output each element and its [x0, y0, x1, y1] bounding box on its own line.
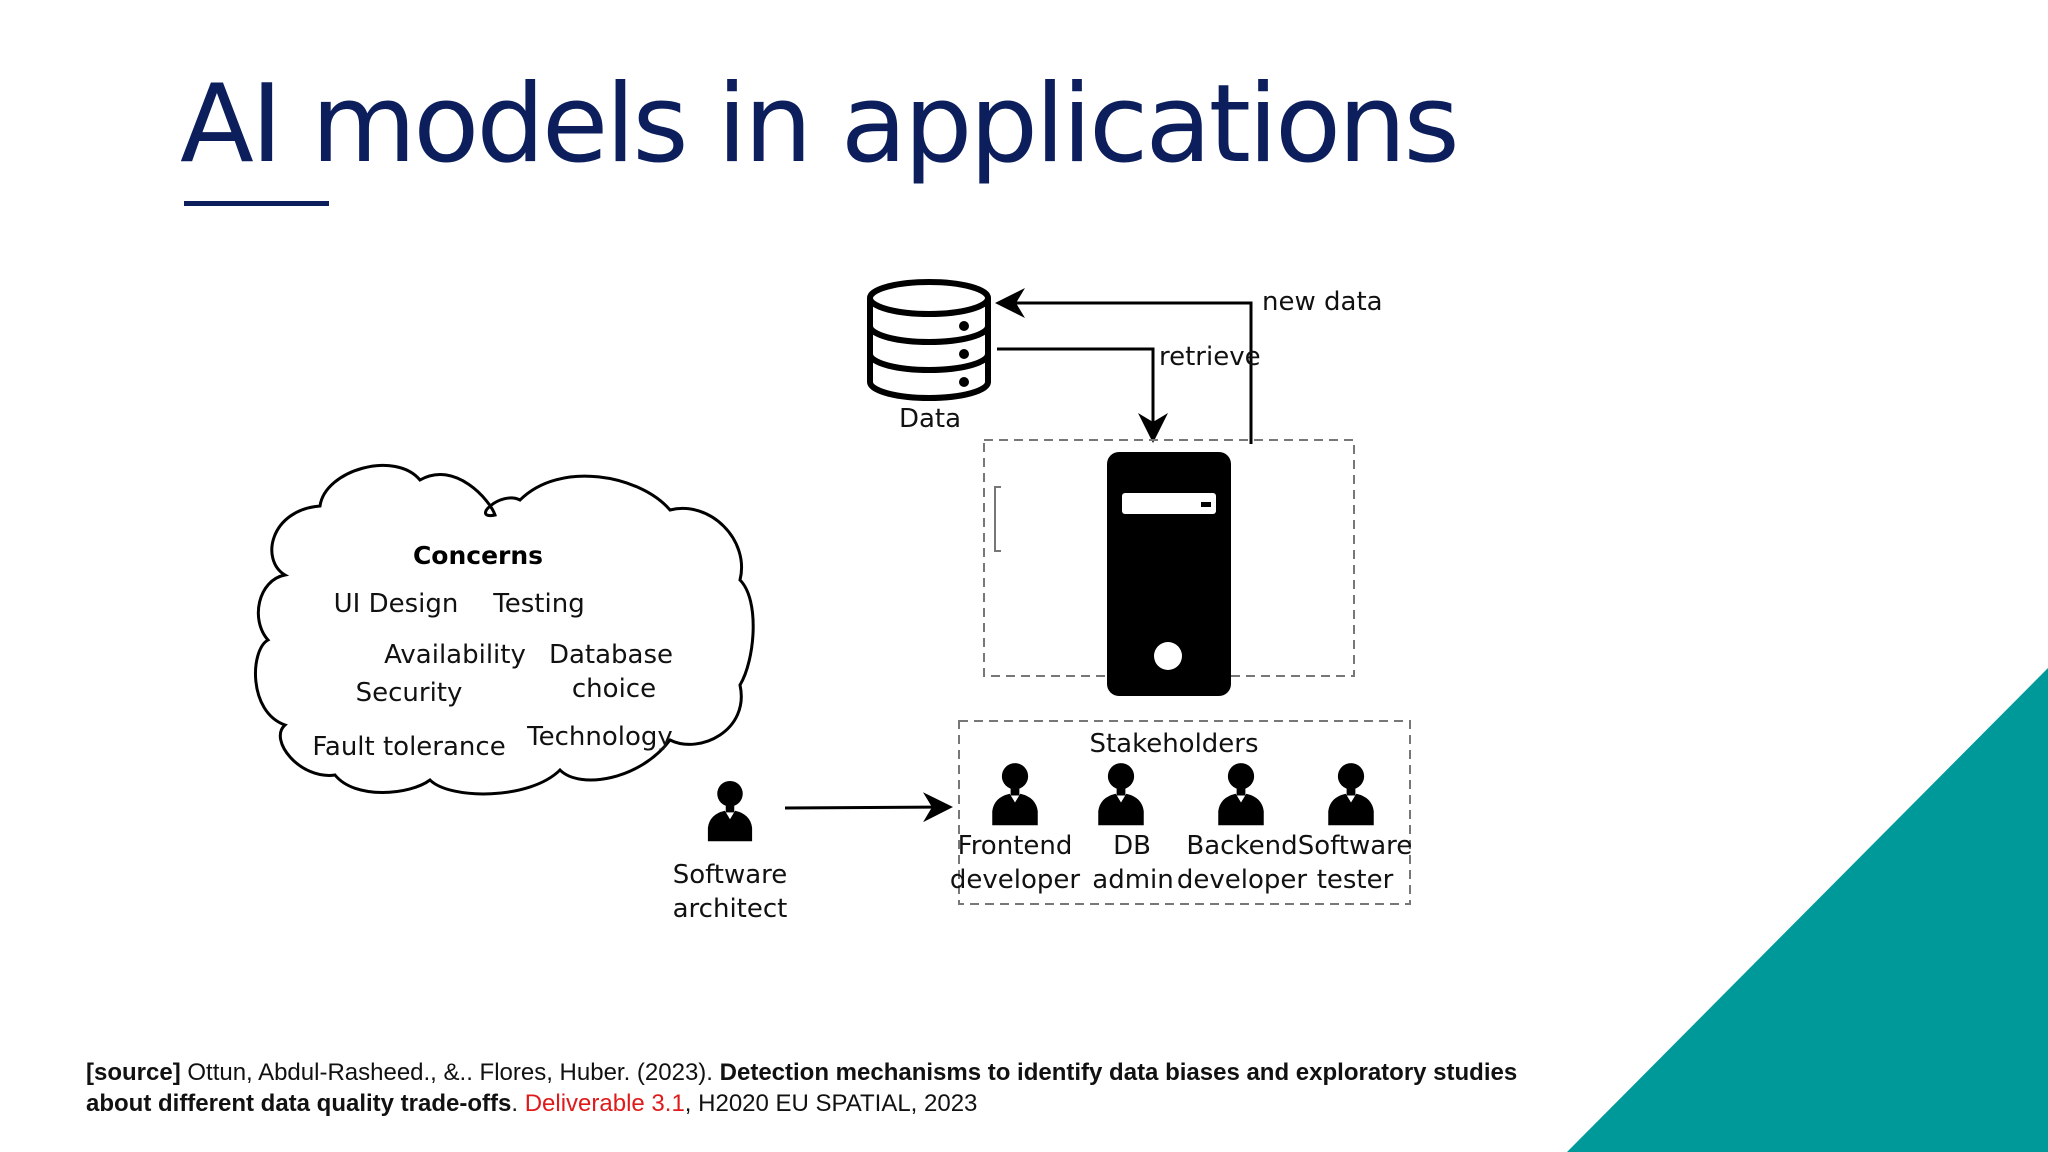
concern-testing: Testing	[492, 589, 584, 619]
deliverable-link[interactable]: Deliverable 3.1	[524, 1090, 685, 1117]
db-admin-icon	[1098, 763, 1144, 826]
concern-database-choice: choice	[572, 674, 656, 704]
concern-ui-design: UI Design	[334, 589, 459, 619]
concerns-title: Concerns	[413, 541, 543, 570]
source-period: .	[511, 1090, 525, 1117]
source-authors: Ottun, Abdul-Rasheed., &.. Flores, Huber…	[180, 1059, 720, 1086]
new-data-label: new data	[1262, 287, 1383, 317]
role-db-line1: DB	[1113, 831, 1151, 861]
concern-availability: Availability	[384, 640, 526, 670]
architect-label-line1: Software	[673, 860, 788, 890]
concern-database: Database	[549, 640, 673, 670]
database-icon	[867, 279, 991, 401]
data-label: Data	[899, 404, 961, 434]
server-icon	[1107, 452, 1231, 696]
stakeholders-boundary	[958, 720, 1411, 905]
role-backend-line1: Backend	[1186, 831, 1297, 861]
source-tail: , H2020 EU SPATIAL, 2023	[684, 1090, 978, 1117]
architect-to-stakeholders-arrow	[784, 792, 953, 823]
server-boundary	[983, 439, 1355, 677]
role-tester-line1: Software	[1298, 831, 1413, 861]
role-frontend-line1: Frontend	[958, 831, 1073, 861]
concern-security: Security	[356, 678, 463, 708]
concerns-cloud	[253, 464, 755, 796]
retrieve-label: retrieve	[1159, 342, 1261, 372]
source-tag: [source]	[86, 1059, 181, 1086]
source-paper-title: Detection mechanisms to identify data bi…	[86, 1059, 1518, 1117]
source-citation: [source] Ottun, Abdul-Rasheed., &.. Flor…	[86, 1057, 1586, 1119]
server-boundary-bracket	[994, 486, 1001, 552]
role-backend-line2: developer	[1177, 865, 1308, 895]
title-underline	[184, 201, 329, 206]
stakeholders-title: Stakeholders	[1089, 729, 1258, 759]
software-tester-icon	[1328, 763, 1374, 826]
page-title: AI models in applications	[180, 62, 1460, 187]
architect-label-line2: architect	[673, 894, 788, 924]
retrieve-arrow	[997, 347, 1168, 443]
frontend-developer-icon	[992, 763, 1038, 826]
concern-technology: Technology	[526, 722, 673, 752]
new-data-arrow	[995, 288, 1253, 444]
concern-fault-tolerance: Fault tolerance	[312, 732, 505, 762]
software-architect-icon	[707, 780, 753, 842]
role-db-line2: admin	[1092, 865, 1173, 895]
role-tester-line2: tester	[1317, 865, 1394, 895]
backend-developer-icon	[1218, 763, 1264, 826]
role-frontend-line2: developer	[950, 865, 1081, 895]
